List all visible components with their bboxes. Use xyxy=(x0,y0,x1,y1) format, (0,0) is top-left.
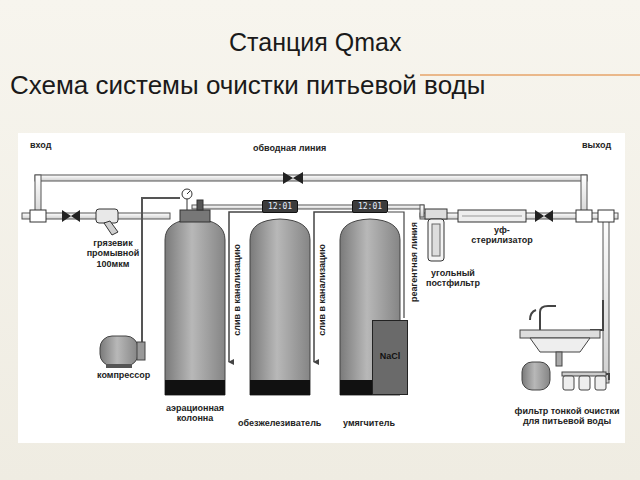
art-rect xyxy=(106,364,132,368)
art-path xyxy=(62,210,80,222)
node-text: 12:01 xyxy=(358,202,382,211)
art-rect xyxy=(563,376,574,390)
slide-subtitle: Схема системы очистки питьевой воды xyxy=(10,70,485,101)
compressor xyxy=(100,198,180,368)
art-path xyxy=(388,212,404,318)
controller-display: 12:01 xyxy=(262,200,298,213)
controller-display: 12:01 xyxy=(352,200,388,213)
art-rect xyxy=(137,342,145,360)
art-path xyxy=(314,212,360,362)
node-text: 12:01 xyxy=(268,202,292,211)
diagram-panel xyxy=(18,133,625,443)
art-rect xyxy=(562,372,606,376)
valves xyxy=(62,172,553,222)
art-rect xyxy=(432,224,440,256)
art-path xyxy=(165,219,225,395)
part-label: обводная линия xyxy=(253,143,326,153)
art-line xyxy=(462,216,522,217)
node-text: NaCl xyxy=(380,351,401,361)
tank-bases xyxy=(165,380,400,395)
art-path xyxy=(540,306,556,330)
pipes xyxy=(22,175,618,383)
art-rect xyxy=(425,209,447,219)
art-rect xyxy=(576,210,592,222)
art-path xyxy=(606,374,609,380)
art-rect xyxy=(165,380,225,395)
aeration-head xyxy=(180,189,210,222)
art-rect xyxy=(595,376,606,390)
art-path xyxy=(530,338,590,352)
art-path xyxy=(283,172,303,184)
vertical-label: слив в канализацию xyxy=(317,244,327,336)
vertical-label: слив в канализацию xyxy=(232,244,242,336)
part-label: уф- стерилизатор xyxy=(470,225,534,246)
part-label: умягчитель xyxy=(343,418,395,428)
art-path xyxy=(535,210,553,222)
art-rect xyxy=(556,352,562,366)
art-rect xyxy=(458,210,526,222)
art-path xyxy=(104,221,118,235)
art-rect xyxy=(428,219,444,261)
carbon-filter xyxy=(425,209,447,261)
art-path xyxy=(229,212,270,362)
slide-title: Станция Qmax xyxy=(229,28,401,57)
tanks xyxy=(165,219,400,395)
art-rect xyxy=(522,362,550,390)
art-rect xyxy=(579,376,590,390)
art-rect xyxy=(603,213,609,383)
part-label: обезжелезиватель xyxy=(238,418,321,428)
part-label: компрессор xyxy=(97,370,150,380)
uv-sterilizer xyxy=(458,210,526,222)
art-path xyxy=(142,198,180,350)
art-rect xyxy=(30,210,46,222)
art-path xyxy=(250,219,310,395)
art-rect xyxy=(197,200,203,210)
art-rect xyxy=(250,380,310,395)
drinking-filter xyxy=(520,300,609,390)
art-rect xyxy=(96,209,118,223)
brine-tank: NaCl xyxy=(372,320,408,395)
art-rect xyxy=(100,336,138,366)
art-rect xyxy=(192,205,272,209)
art-rect xyxy=(420,205,424,217)
art-line xyxy=(187,191,190,194)
part-label: вход xyxy=(30,140,51,150)
part-label: выход xyxy=(582,140,611,150)
part-label: грязевик промывной 100мкм xyxy=(80,238,146,269)
part-label: аэрационная колонна xyxy=(160,403,230,424)
art-circle xyxy=(182,189,192,199)
art-path xyxy=(590,300,603,330)
strainer xyxy=(96,209,118,235)
art-rect xyxy=(35,175,587,181)
vertical-label: реагентная линия xyxy=(409,222,419,302)
art-path xyxy=(530,310,536,320)
part-label: фильтр тонкой очистки для питьевой воды xyxy=(505,406,629,427)
art-rect xyxy=(180,210,210,222)
art-rect xyxy=(520,330,600,338)
art-line xyxy=(187,198,188,210)
part-label: угольный постфильтр xyxy=(420,268,486,289)
art-rect xyxy=(598,210,614,222)
